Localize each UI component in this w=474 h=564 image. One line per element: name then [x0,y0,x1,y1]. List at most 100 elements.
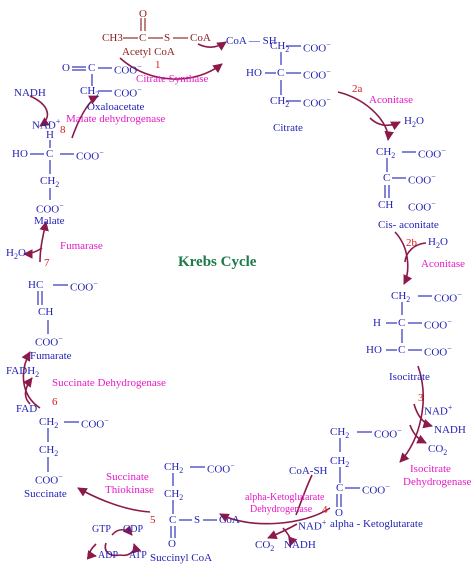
cisaconitate-ch: CH [378,199,394,211]
succinate-ch2-2: CH2 [39,444,59,459]
cofactor-nadh-3: NADH [434,424,466,436]
citrate-ho: HO [246,67,262,79]
cisaconitate-coo-3: COO− [408,199,436,214]
malate-ho: HO [12,148,28,160]
isocitrate-c-2: C [398,344,406,356]
citrate-coo-1: COO− [303,40,331,55]
cofactor-gdp: GDP [123,524,144,535]
malate-c: C [46,148,54,160]
malate-h: H [46,129,54,141]
succinylcoa-coa: CoA [219,514,240,526]
enzyme-akg-dh-1: alpha-Ketoglutarate [245,492,325,503]
enzyme-aconitase-a: Aconitase [369,94,413,106]
acetyl-o: O [139,8,147,20]
cisaconitate-ch2: CH2 [376,146,396,161]
fumarate-coo-2: COO− [35,334,63,349]
akg-o: O [335,507,343,519]
succinate-ch2-1: CH2 [39,416,59,431]
isocitrate-coo-1: COO− [434,290,462,305]
citrate-label: Citrate [273,122,303,134]
step-number-8: 8 [60,124,66,136]
enzyme-succinate-thiokinase-1: Succinate [106,471,149,483]
cofactor-h2o-1: H2O [404,115,424,130]
enzyme-fumarase: Fumarase [60,240,103,252]
acetyl-c: C [139,32,147,44]
step-number-5: 5 [150,514,156,526]
step-number-3: 3 [418,392,424,404]
diagram-title: Krebs Cycle [178,254,257,270]
enzyme-aconitase-b: Aconitase [421,258,465,270]
cofactor-gtp: GTP [92,524,111,535]
step-number-1: 1 [155,59,161,71]
succinylcoa-o: O [168,538,176,550]
step-number-2b: 2b [406,237,417,249]
akg-ch2-1: CH2 [330,426,350,441]
cofactor-fad: FAD [16,403,38,415]
oxaloacetate-label: Oxaloacetate [87,101,145,113]
fumarate-ch: CH [38,306,54,318]
oxaloacetate-o: O [62,62,70,74]
cofactor-atp: ATP [129,550,147,561]
akg-ch2-2: CH2 [330,455,350,470]
enzyme-malate-dh: Malate dehydrogenase [66,113,166,125]
step-number-7: 7 [44,257,50,269]
akg-label: alpha - Ketoglutarate [330,518,423,530]
succinate-label: Succinate [24,488,67,500]
succinylcoa-coo: COO− [207,461,235,476]
isocitrate-h: H [373,317,381,329]
citrate-ch2-1: CH2 [270,40,290,55]
succinate-coo-1: COO− [81,416,109,431]
malate-coo-1: COO− [76,148,104,163]
fumarate-hc: HC [28,279,44,291]
cisaconitate-c: C [383,172,391,184]
enzyme-citrate-synthase: Citrate Synthase [136,73,209,85]
enzyme-isocitrate-dh-2: Dehydrogenase [403,476,472,488]
isocitrate-coo-2: COO− [424,317,452,332]
succinate-coo-2: COO− [35,472,63,487]
akg-c: C [336,482,344,494]
citrate-ch2-2: CH2 [270,95,290,110]
step-number-4: 4 [322,504,328,516]
cofactor-h2o-7: H2O [6,247,26,262]
malate-ch2: CH2 [40,175,60,190]
isocitrate-label: Isocitrate [389,371,430,383]
cofactor-co2-4: CO2 [255,539,275,554]
succinylcoa-s: S [194,514,201,526]
cisaconitate-coo-2: COO− [408,172,436,187]
citrate-coo-2: COO− [303,67,331,82]
malate-coo-2: COO− [36,201,64,216]
succinylcoa-ch2-2: CH2 [164,488,184,503]
isocitrate-ho: HO [366,344,382,356]
oxaloacetate-coo-2: COO− [114,85,142,100]
enzyme-succinate-thiokinase-2: Thiokinase [105,484,154,496]
oxaloacetate-c: C [88,62,96,74]
enzyme-akg-dh-2: Dehydrogenase [250,504,313,515]
cofactor-co2-3: CO2 [428,443,448,458]
cofactor-nadh-4: NADH [284,539,316,551]
cofactor-adp: ADP [98,550,119,561]
oxaloacetate-coo-1: COO− [114,62,142,77]
enzyme-succinate-dh: Succinate Dehydrogenase [52,377,166,389]
isocitrate-c-1: C [398,317,406,329]
cofactor-fadh2: FADH2 [6,365,40,380]
enzyme-isocitrate-dh-1: Isocitrate [410,463,451,475]
succinylcoa-label: Succinyl CoA [150,552,213,564]
cofactor-coa-sh-4: CoA-SH [289,465,328,477]
cisaconitate-coo-1: COO− [418,146,446,161]
citrate-c: C [277,67,285,79]
fumarate-coo-1: COO− [70,279,98,294]
cofactor-h2o-2: H2O [428,236,448,251]
cofactor-nad-4: NAD+ [298,518,327,533]
isocitrate-ch2: CH2 [391,290,411,305]
cofactor-nad-3: NAD+ [424,403,453,418]
cofactor-coa-sh-1: CoA — SH [226,35,277,47]
citrate-coo-3: COO− [303,95,331,110]
isocitrate-coo-3: COO− [424,344,452,359]
succinylcoa-c: C [169,514,177,526]
cisaconitate-label: Cis- aconitate [378,219,439,231]
acetyl-ch3: CH3 [102,32,123,44]
malate-label: Malate [34,215,65,227]
succinylcoa-ch2-1: CH2 [164,461,184,476]
